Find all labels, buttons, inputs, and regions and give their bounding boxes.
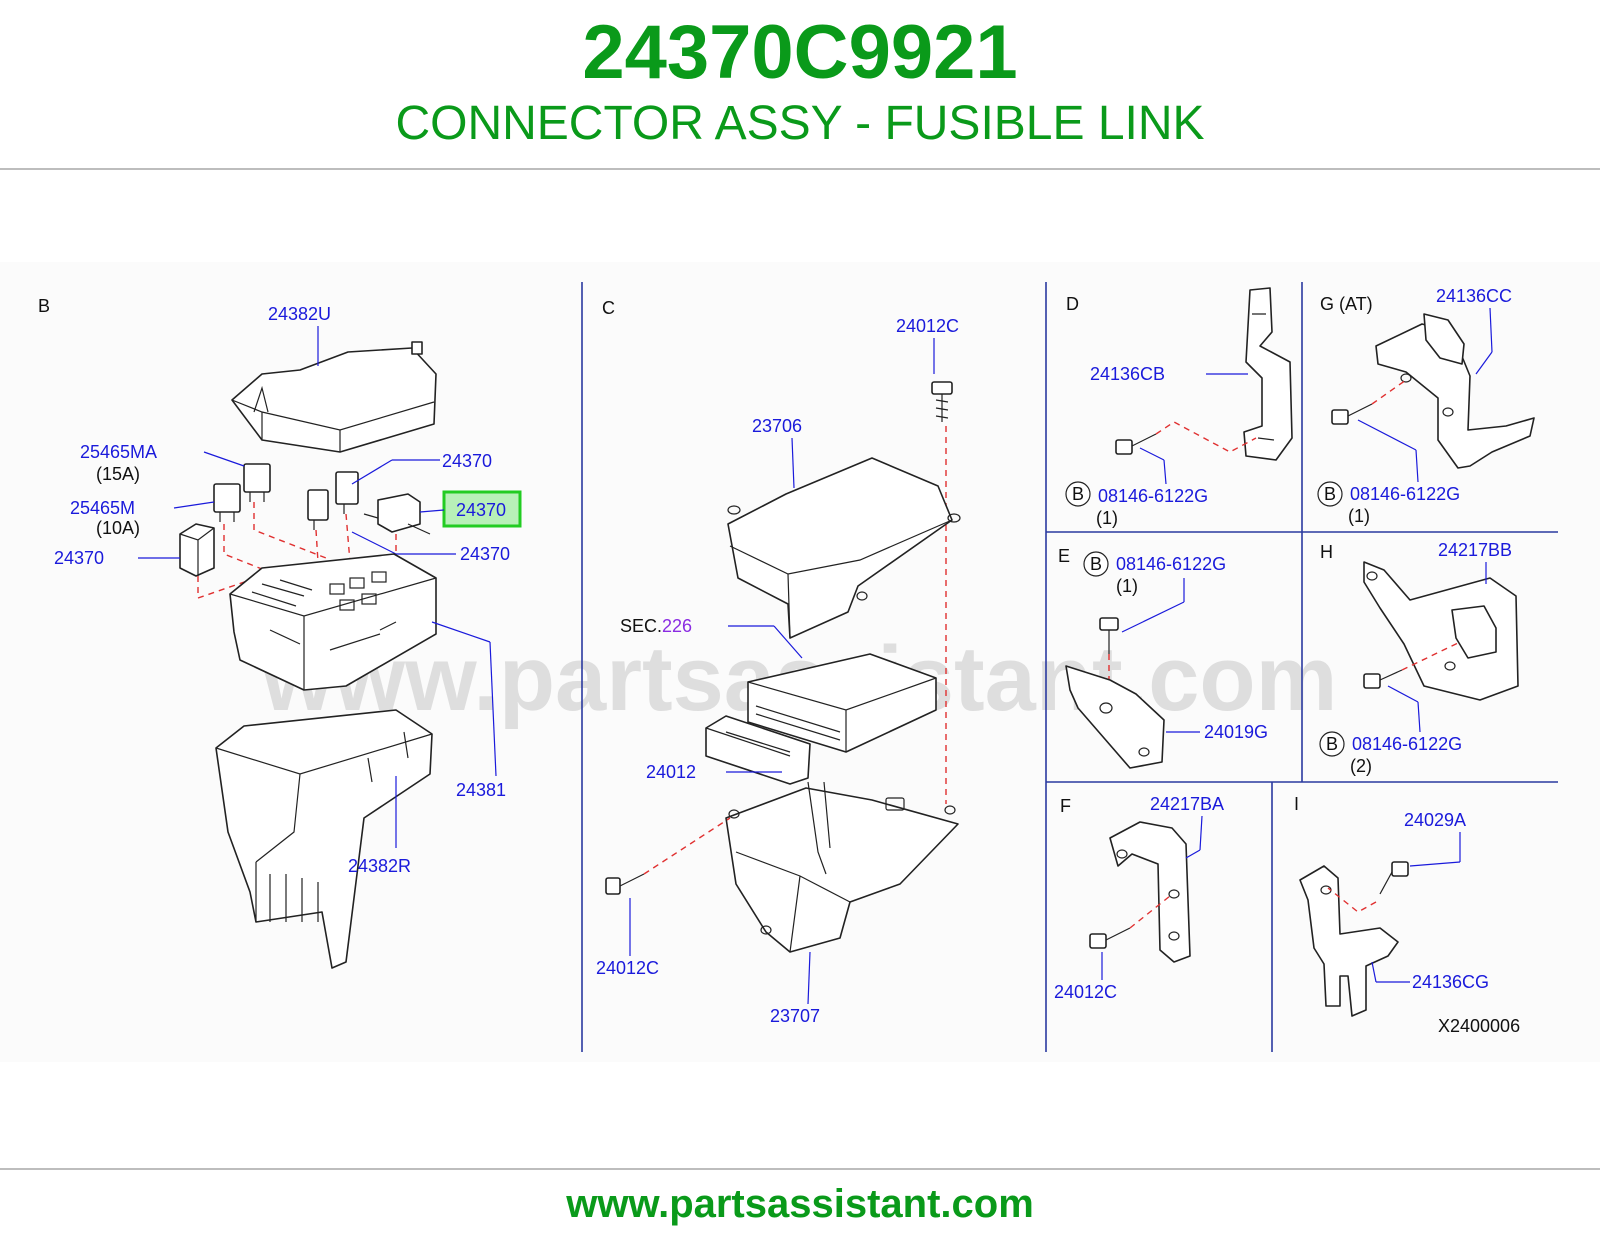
bracket-24136cc[interactable] — [1375, 313, 1535, 469]
bolt-code-e: B — [1090, 554, 1102, 574]
fusible-link-left[interactable] — [179, 523, 215, 577]
fusible-link-highlighted[interactable] — [363, 493, 431, 535]
label-24370-top[interactable]: 24370 — [442, 451, 492, 471]
bolt-d[interactable] — [1115, 433, 1157, 455]
bracket-24019g[interactable] — [1065, 665, 1165, 769]
bolt-h[interactable] — [1363, 669, 1403, 689]
section-i-letter: I — [1294, 794, 1299, 814]
bolt-code-g: B — [1324, 484, 1336, 504]
label-24217BA[interactable]: 24217BA — [1150, 794, 1224, 814]
label-08146-6122G-g[interactable]: 08146-6122G — [1350, 484, 1460, 504]
label-08146-6122G-h[interactable]: 08146-6122G — [1352, 734, 1462, 754]
bracket-24217bb[interactable] — [1363, 561, 1519, 701]
highlight-box[interactable] — [442, 490, 522, 528]
part-title: CONNECTOR ASSY - FUSIBLE LINK — [395, 97, 1205, 150]
footer-rule — [0, 1168, 1600, 1170]
bolt-i[interactable] — [1379, 861, 1409, 895]
footer-url[interactable]: www.partsassistant.com — [566, 1182, 1034, 1226]
bolt-24012c-top[interactable] — [931, 381, 953, 422]
bolt-24012c-bottom[interactable] — [605, 873, 645, 895]
bolt-code-circle-d — [1065, 481, 1091, 507]
bolt-code-h: B — [1326, 734, 1338, 754]
label-24136CB[interactable]: 24136CB — [1090, 364, 1165, 384]
parts-diagram: www.partsassistant.com B 24382U 25465MA … — [38, 282, 1558, 1052]
label-25465MA[interactable]: 25465MA — [80, 442, 157, 462]
fuse-10a[interactable] — [213, 483, 241, 522]
section-g-letter: G (AT) — [1320, 294, 1373, 314]
bolt-code-circle-e — [1083, 551, 1109, 577]
qty-e: (1) — [1116, 576, 1138, 596]
label-24029A[interactable]: 24029A — [1404, 810, 1466, 830]
bolt-e[interactable] — [1099, 617, 1119, 654]
fusible-link-top[interactable] — [307, 471, 359, 530]
sec-prefix: SEC. — [620, 616, 662, 636]
sec-number[interactable]: 226 — [662, 616, 692, 636]
harness-clip[interactable] — [705, 715, 811, 785]
bolt-code-circle-g — [1317, 481, 1343, 507]
label-24370-lower[interactable]: 24370 — [460, 544, 510, 564]
bolt-code-circle-h — [1319, 731, 1345, 757]
bolt-code-d: B — [1072, 484, 1084, 504]
label-24136CG[interactable]: 24136CG — [1412, 972, 1489, 992]
fuse-box[interactable] — [229, 553, 437, 691]
label-15A: (15A) — [96, 464, 140, 484]
bracket-24136cb[interactable] — [1243, 287, 1293, 461]
drawing-code: X2400006 — [1438, 1016, 1520, 1036]
label-24136CC[interactable]: 24136CC — [1436, 286, 1512, 306]
ecm-bracket[interactable] — [725, 781, 959, 953]
qty-g: (1) — [1348, 506, 1370, 526]
fuse-box-cover[interactable] — [231, 341, 437, 453]
label-25465M[interactable]: 25465M — [70, 498, 135, 518]
section-c-letter: C — [602, 298, 615, 318]
label-24370-highlighted[interactable]: 24370 — [456, 500, 506, 520]
qty-h: (2) — [1350, 756, 1372, 776]
fuse-15a[interactable] — [243, 463, 271, 502]
diagram-area: www.partsassistant.com B 24382U 25465MA … — [0, 262, 1600, 1062]
bolt-f[interactable] — [1089, 927, 1131, 949]
section-f-letter: F — [1060, 796, 1071, 816]
fuse-box-lower-case[interactable] — [215, 709, 433, 969]
label-08146-6122G-d[interactable]: 08146-6122G — [1098, 486, 1208, 506]
label-24370-left[interactable]: 24370 — [54, 548, 104, 568]
section-e-letter: E — [1058, 546, 1070, 566]
label-24012[interactable]: 24012 — [646, 762, 696, 782]
ecm-module[interactable] — [747, 653, 937, 753]
bolt-g[interactable] — [1331, 403, 1373, 425]
label-24019G[interactable]: 24019G — [1204, 722, 1268, 742]
label-24382U[interactable]: 24382U — [268, 304, 331, 324]
label-24217BB[interactable]: 24217BB — [1438, 540, 1512, 560]
section-d-letter: D — [1066, 294, 1079, 314]
label-sec-prefix[interactable]: SEC.226 — [620, 616, 692, 636]
label-23707[interactable]: 23707 — [770, 1006, 820, 1026]
section-b-letter: B — [38, 296, 50, 316]
label-24012C-f[interactable]: 24012C — [1054, 982, 1117, 1002]
label-24012C-top[interactable]: 24012C — [896, 316, 959, 336]
label-24382R[interactable]: 24382R — [348, 856, 411, 876]
label-23706[interactable]: 23706 — [752, 416, 802, 436]
ecm-cover[interactable] — [727, 457, 961, 639]
header-rule — [0, 168, 1600, 170]
label-24012C-bottom[interactable]: 24012C — [596, 958, 659, 978]
label-08146-6122G-e[interactable]: 08146-6122G — [1116, 554, 1226, 574]
header: 24370C9921 CONNECTOR ASSY - FUSIBLE LINK — [0, 0, 1600, 170]
qty-d: (1) — [1096, 508, 1118, 528]
label-10A: (10A) — [96, 518, 140, 538]
label-24381[interactable]: 24381 — [456, 780, 506, 800]
part-number: 24370C9921 — [582, 10, 1018, 95]
section-h-letter: H — [1320, 542, 1333, 562]
bracket-24217ba[interactable] — [1109, 821, 1191, 963]
